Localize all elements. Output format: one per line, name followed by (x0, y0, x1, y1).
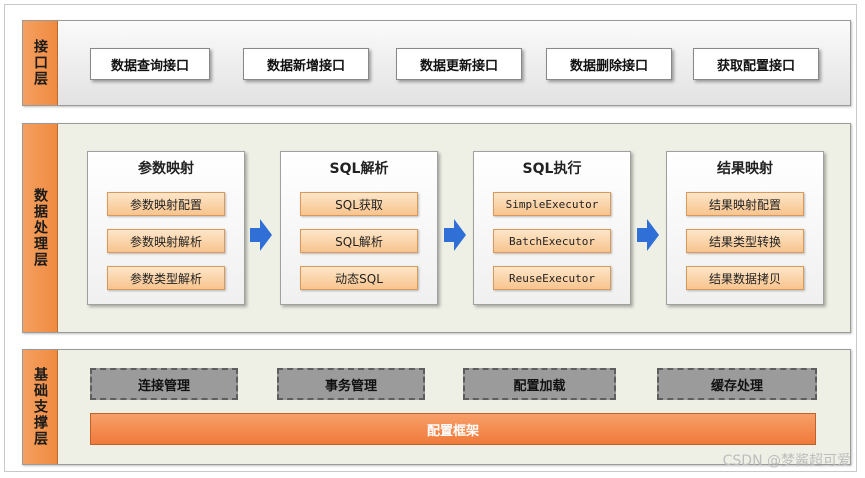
module-item: SQL获取 (300, 192, 418, 216)
module-item: 结果类型转换 (686, 229, 804, 253)
watermark: CSDN @梦酱超可爱 (722, 453, 851, 469)
module-item: 结果映射配置 (686, 192, 804, 216)
flow-arrow-icon (444, 219, 466, 251)
module-param-mapping: 参数映射 参数映射配置 参数映射解析 参数类型解析 (87, 151, 245, 305)
flow-arrow-icon (637, 219, 659, 251)
module-result-mapping: 结果映射 结果映射配置 结果类型转换 结果数据拷贝 (666, 151, 824, 305)
interface-layer: 接口层 数据查询接口 数据新增接口 数据更新接口 数据删除接口 获取配置接口 (22, 20, 851, 106)
module-item: SQL解析 (300, 229, 418, 253)
module-item: 动态SQL (300, 266, 418, 290)
module-item: 参数映射配置 (107, 192, 225, 216)
data-layer-body: 参数映射 参数映射配置 参数映射解析 参数类型解析 SQL解析 SQL获取 SQ… (58, 124, 850, 332)
module-sql-exec: SQL执行 SimpleExecutor BatchExecutor Reuse… (473, 151, 631, 305)
module-title: SQL解析 (329, 161, 389, 177)
api-delete-box: 数据删除接口 (546, 48, 672, 80)
module-item: 结果数据拷贝 (686, 266, 804, 290)
config-framework-bar: 配置框架 (90, 413, 816, 445)
flow-arrow-icon (250, 219, 272, 251)
base-support-layer: 基础支撑层 连接管理 事务管理 配置加载 缓存处理 配置框架 (22, 349, 851, 465)
base-layer-body: 连接管理 事务管理 配置加载 缓存处理 配置框架 (58, 350, 850, 464)
api-insert-box: 数据新增接口 (243, 48, 369, 80)
module-item: ReuseExecutor (493, 266, 611, 290)
api-update-box: 数据更新接口 (396, 48, 522, 80)
base-layer-label: 基础支撑层 (23, 350, 58, 464)
api-query-box: 数据查询接口 (90, 48, 210, 80)
module-title: 参数映射 (138, 161, 194, 177)
cache-handling-box: 缓存处理 (657, 368, 817, 400)
diagram-frame: 接口层 数据查询接口 数据新增接口 数据更新接口 数据删除接口 获取配置接口 数… (4, 4, 857, 472)
module-item: 参数映射解析 (107, 229, 225, 253)
api-config-box: 获取配置接口 (693, 48, 819, 80)
data-processing-layer: 数据处理层 参数映射 参数映射配置 参数映射解析 参数类型解析 SQL解析 SQ… (22, 123, 851, 333)
module-item: 参数类型解析 (107, 266, 225, 290)
module-sql-parse: SQL解析 SQL获取 SQL解析 动态SQL (280, 151, 438, 305)
transaction-management-box: 事务管理 (277, 368, 425, 400)
connection-management-box: 连接管理 (90, 368, 238, 400)
module-title: 结果映射 (717, 161, 773, 177)
interface-layer-label: 接口层 (23, 21, 58, 105)
config-loading-box: 配置加载 (463, 368, 616, 400)
module-item: SimpleExecutor (493, 192, 611, 216)
data-layer-label: 数据处理层 (23, 124, 58, 332)
interface-layer-body: 数据查询接口 数据新增接口 数据更新接口 数据删除接口 获取配置接口 (58, 21, 850, 105)
module-title: SQL执行 (522, 161, 582, 177)
module-item: BatchExecutor (493, 229, 611, 253)
